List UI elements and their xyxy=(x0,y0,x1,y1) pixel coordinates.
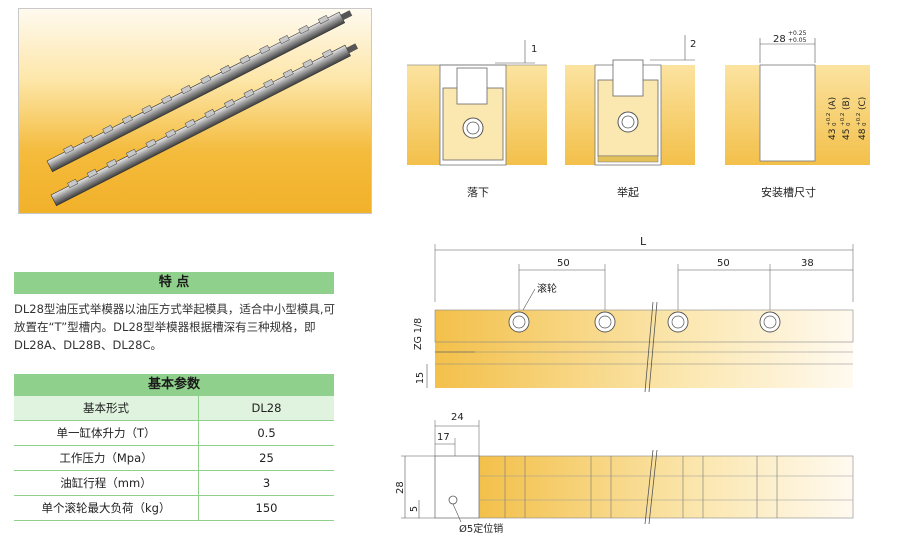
svg-text:0: 0 xyxy=(862,122,868,126)
dim-lowered: 1 xyxy=(531,44,537,55)
caption-raised: 举起 xyxy=(617,185,639,199)
side-view-diagram: L 50 50 38 滚轮 ZG 1/8 15 xyxy=(413,235,854,393)
svg-text:(A): (A) xyxy=(828,97,838,110)
roller-label: 滚轮 xyxy=(537,282,557,295)
table-row: 油缸行程（mm） 3 xyxy=(14,470,334,496)
svg-text:+0.2: +0.2 xyxy=(840,113,846,126)
features-text: DL28型油压式举模器以油压方式举起模具，适合中小型模具,可放置在“T”型槽内。… xyxy=(14,302,336,352)
dim-pitch-left: 50 xyxy=(557,258,570,269)
depth-c: 48 +0.2 0 (C) xyxy=(856,97,868,140)
param-name-cell: 油缸行程（mm） xyxy=(14,470,199,496)
port-label: ZG 1/8 xyxy=(413,318,424,350)
param-value-cell: DL28 xyxy=(198,396,334,421)
param-value-cell: 0.5 xyxy=(198,420,334,446)
features-title: 特 点 xyxy=(14,272,334,294)
cross-section-diagrams: 1 落下 2 举起 28 +0.25 +0.05 43 +0.2 0 (A) xyxy=(407,30,870,199)
svg-text:43: 43 xyxy=(828,129,838,140)
dim-height-28: 28 xyxy=(395,481,406,494)
svg-text:+0.2: +0.2 xyxy=(826,113,832,126)
svg-text:48: 48 xyxy=(858,128,868,140)
end-view-diagram: 24 17 28 5 Ø5定位销 xyxy=(395,412,854,535)
svg-text:0: 0 xyxy=(846,122,852,126)
dim-width-24: 24 xyxy=(451,412,464,423)
param-name-cell: 单个滚轮最大负荷（kg） xyxy=(14,495,199,521)
param-name-cell: 单一缸体升力（T） xyxy=(14,420,199,446)
param-value-cell: 3 xyxy=(198,470,334,496)
table-row: 工作压力（Mpa） 25 xyxy=(14,445,334,471)
svg-text:0: 0 xyxy=(832,122,838,126)
diagram-slot-size: 28 +0.25 +0.05 43 +0.2 0 (A) 45 +0.2 0 (… xyxy=(725,30,870,199)
caption-lowered: 落下 xyxy=(467,186,489,199)
slot-width-tol-low: +0.05 xyxy=(788,37,807,44)
lifter-bars-image xyxy=(46,10,359,207)
dim-offset-17: 17 xyxy=(437,432,450,443)
depth-b: 45 +0.2 0 (B) xyxy=(840,97,852,140)
caption-slot-size: 安装槽尺寸 xyxy=(761,185,816,199)
params-table: 基本形式 DL28 单一缸体升力（T） 0.5 工作压力（Mpa） 25 油缸行… xyxy=(14,396,334,521)
dim-pin-height-5: 5 xyxy=(409,506,420,512)
dim-length: L xyxy=(640,235,647,248)
param-name-cell: 基本形式 xyxy=(14,396,199,421)
dim-end: 38 xyxy=(801,258,814,269)
depth-a: 43 +0.2 0 (A) xyxy=(826,97,838,140)
dim-height-15: 15 xyxy=(415,372,426,384)
svg-text:+0.2: +0.2 xyxy=(856,113,862,126)
table-header-row: 基本形式 DL28 xyxy=(14,396,334,421)
dim-raised: 2 xyxy=(690,39,696,50)
svg-text:45: 45 xyxy=(842,129,852,140)
diagram-lowered: 1 落下 xyxy=(407,40,547,199)
params-title: 基本参数 xyxy=(14,374,334,396)
param-value-cell: 25 xyxy=(198,445,334,471)
diagram-raised: 2 举起 xyxy=(565,35,696,199)
pin-label: Ø5定位销 xyxy=(459,522,503,535)
product-photo xyxy=(18,8,372,214)
table-row: 单个滚轮最大负荷（kg） 150 xyxy=(14,495,334,521)
svg-text:(B): (B) xyxy=(842,97,852,110)
dim-pitch-right: 50 xyxy=(717,258,730,269)
svg-text:(C): (C) xyxy=(858,97,868,110)
table-row: 单一缸体升力（T） 0.5 xyxy=(14,420,334,446)
slot-width-tol-up: +0.25 xyxy=(788,30,807,37)
param-value-cell: 150 xyxy=(198,495,334,521)
slot-width: 28 xyxy=(773,34,786,45)
param-name-cell: 工作压力（Mpa） xyxy=(14,445,199,471)
